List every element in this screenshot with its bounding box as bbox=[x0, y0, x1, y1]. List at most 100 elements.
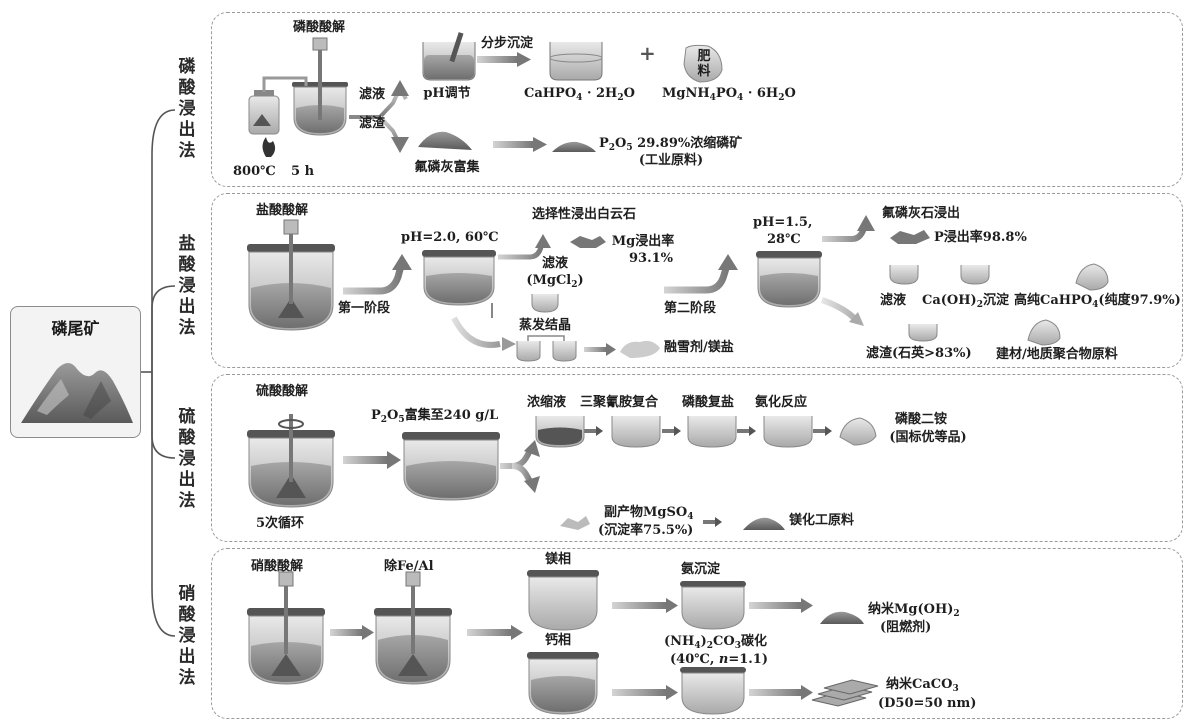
method-char: 硫 bbox=[178, 407, 196, 427]
label-phosphate-salt: 磷酸复盐 bbox=[682, 395, 735, 410]
method-char: 酸 bbox=[178, 605, 196, 625]
method-char: 法 bbox=[178, 318, 196, 338]
beaker-row-sulfuric bbox=[535, 416, 813, 448]
label-p2o5-product: P2O5 29.89%浓缩磷矿 bbox=[599, 136, 743, 153]
label-p-rate: P浸出率98.8% bbox=[934, 230, 1027, 245]
method-char: 法 bbox=[178, 141, 196, 161]
root-node: 磷尾矿 bbox=[10, 306, 141, 438]
label-precip-rate: (沉淀率75.5%) bbox=[598, 523, 694, 538]
mgso4-crystals bbox=[560, 516, 590, 530]
label-cahpo4-pure: 高纯CaHPO4(纯度97.9%) bbox=[1014, 293, 1181, 310]
method-char: 出 bbox=[178, 120, 196, 140]
reactor-hcl-1 bbox=[247, 219, 335, 331]
method-sulfuric: 硫酸浸出法 bbox=[176, 407, 198, 512]
label-industrial-raw: (工业原料) bbox=[638, 153, 704, 168]
label-dap-grade: (国标优等品) bbox=[889, 430, 967, 445]
method-phosphoric: 磷酸浸出法 bbox=[176, 57, 198, 162]
label-ammoniation: 氨化反应 bbox=[755, 395, 808, 410]
label-stepwise-precip: 分步沉淀 bbox=[481, 36, 534, 51]
method-nitric: 硝酸浸出法 bbox=[176, 584, 198, 689]
label-remove-fe-al: 除Fe/Al bbox=[384, 559, 434, 574]
building-rock bbox=[1027, 319, 1061, 346]
fertilizer-rock bbox=[683, 44, 723, 83]
small-beakers-hcl bbox=[516, 265, 990, 362]
method-char: 酸 bbox=[178, 428, 196, 448]
label-building-material: 建材/地质聚合物原料 bbox=[996, 347, 1118, 362]
reactor-nitric-2 bbox=[374, 571, 452, 685]
label-selective-leach: 选择性浸出白云石 bbox=[532, 207, 637, 222]
label-mg-rate-value: 93.1% bbox=[628, 251, 674, 266]
label-cycles: 5次循环 bbox=[256, 516, 305, 531]
reactor-ca-phase bbox=[527, 652, 599, 715]
label-mg-phase: 镁相 bbox=[545, 552, 572, 567]
reactor-ammonia bbox=[680, 581, 746, 630]
method-char: 浸 bbox=[178, 449, 196, 469]
label-nano-caco3: 纳米CaCO3 bbox=[886, 677, 959, 694]
label-nitric-acidolysis: 硝酸酸解 bbox=[251, 559, 304, 574]
method-char: 出 bbox=[178, 297, 196, 317]
beaker-ph bbox=[422, 32, 476, 81]
method-char: 法 bbox=[178, 491, 196, 511]
reactor-hcl-2 bbox=[422, 250, 496, 306]
method-char: 硝 bbox=[178, 584, 196, 604]
method-char: 浸 bbox=[178, 626, 196, 646]
label-ph-adjust: pH调节 bbox=[423, 86, 471, 101]
flow-arrows bbox=[330, 52, 875, 700]
equipment bbox=[247, 32, 1109, 715]
label-carbonation: (NH4)2CO3碳化 bbox=[664, 634, 767, 651]
reactor-mg-phase bbox=[527, 570, 599, 631]
reactor-hcl-3 bbox=[756, 251, 822, 308]
label-cond2-ph: pH=1.5, bbox=[753, 215, 813, 230]
method-char: 法 bbox=[178, 668, 196, 688]
label-sulf-acidolysis: 硫酸酸解 bbox=[256, 384, 309, 399]
p2o5-pile bbox=[552, 141, 596, 152]
caco3-plates bbox=[811, 679, 879, 707]
label-hcl-acidolysis: 盐酸酸解 bbox=[256, 203, 309, 218]
plus-sign: + bbox=[639, 41, 656, 65]
label-residue-quartz: 滤渣(石英>83%) bbox=[866, 346, 972, 361]
mg-chem-pile bbox=[743, 517, 785, 530]
reactor-nitric-1 bbox=[247, 571, 325, 685]
label-cond1: pH=2.0, 60℃ bbox=[401, 230, 499, 245]
snow-salt bbox=[620, 340, 660, 358]
method-char: 酸 bbox=[178, 255, 196, 275]
label-concentrate: 浓缩液 bbox=[527, 395, 567, 410]
label-phos-duration: 5 h bbox=[291, 164, 315, 179]
label-filtrate-mgcl2: 滤液 bbox=[541, 256, 569, 271]
label-dap: 磷酸二铵 bbox=[894, 412, 948, 427]
label-evaporation: 蒸发结晶 bbox=[519, 318, 572, 333]
apatite-crystals bbox=[890, 230, 930, 244]
label-mgso4: 副产物MgSO4 bbox=[604, 505, 694, 522]
method-char: 盐 bbox=[178, 234, 196, 254]
label-mg-rate: Mg浸出率 bbox=[611, 234, 675, 249]
method-char: 浸 bbox=[178, 99, 196, 119]
label-phos-acidolysis: 磷酸酸解 bbox=[293, 20, 346, 35]
nano-mgoh2-pile bbox=[820, 611, 864, 624]
label-nano-mgoh2: 纳米Mg(OH)2 bbox=[868, 602, 960, 619]
panel-nitric bbox=[211, 548, 1183, 719]
reactor-phosphoric bbox=[292, 37, 348, 136]
label-cahpo4-dihydrate: CaHPO4 · 2H2O bbox=[524, 86, 635, 103]
label-deicer: 融雪剂/镁盐 bbox=[664, 340, 734, 355]
reactor-sulfuric-2 bbox=[402, 432, 500, 501]
label-fertilizer: 肥料 bbox=[697, 49, 711, 79]
method-char: 出 bbox=[178, 470, 196, 490]
tree-branches bbox=[141, 109, 176, 637]
label-ammonia-precip: 氨沉淀 bbox=[681, 562, 721, 577]
beaker-precip bbox=[549, 42, 603, 81]
fluorapatite-pile bbox=[418, 131, 472, 150]
label-flame-retardant: (阻燃剂) bbox=[880, 620, 932, 635]
root-label: 磷尾矿 bbox=[51, 319, 100, 338]
cahpo4-rock bbox=[1075, 263, 1109, 291]
panel-phosphoric bbox=[211, 12, 1183, 187]
label-apatite-leach: 氟磷灰石浸出 bbox=[882, 206, 961, 221]
method-char: 浸 bbox=[178, 276, 196, 296]
label-phos-filtrate: 滤液 bbox=[359, 87, 386, 102]
reactor-carbonation bbox=[680, 667, 746, 715]
tailings-pile-icon bbox=[21, 363, 133, 423]
label-struvite: MgNH4PO4 · 6H2O bbox=[662, 86, 796, 103]
label-stage1: 第一阶段 bbox=[338, 301, 391, 316]
dap-rock bbox=[839, 417, 877, 446]
